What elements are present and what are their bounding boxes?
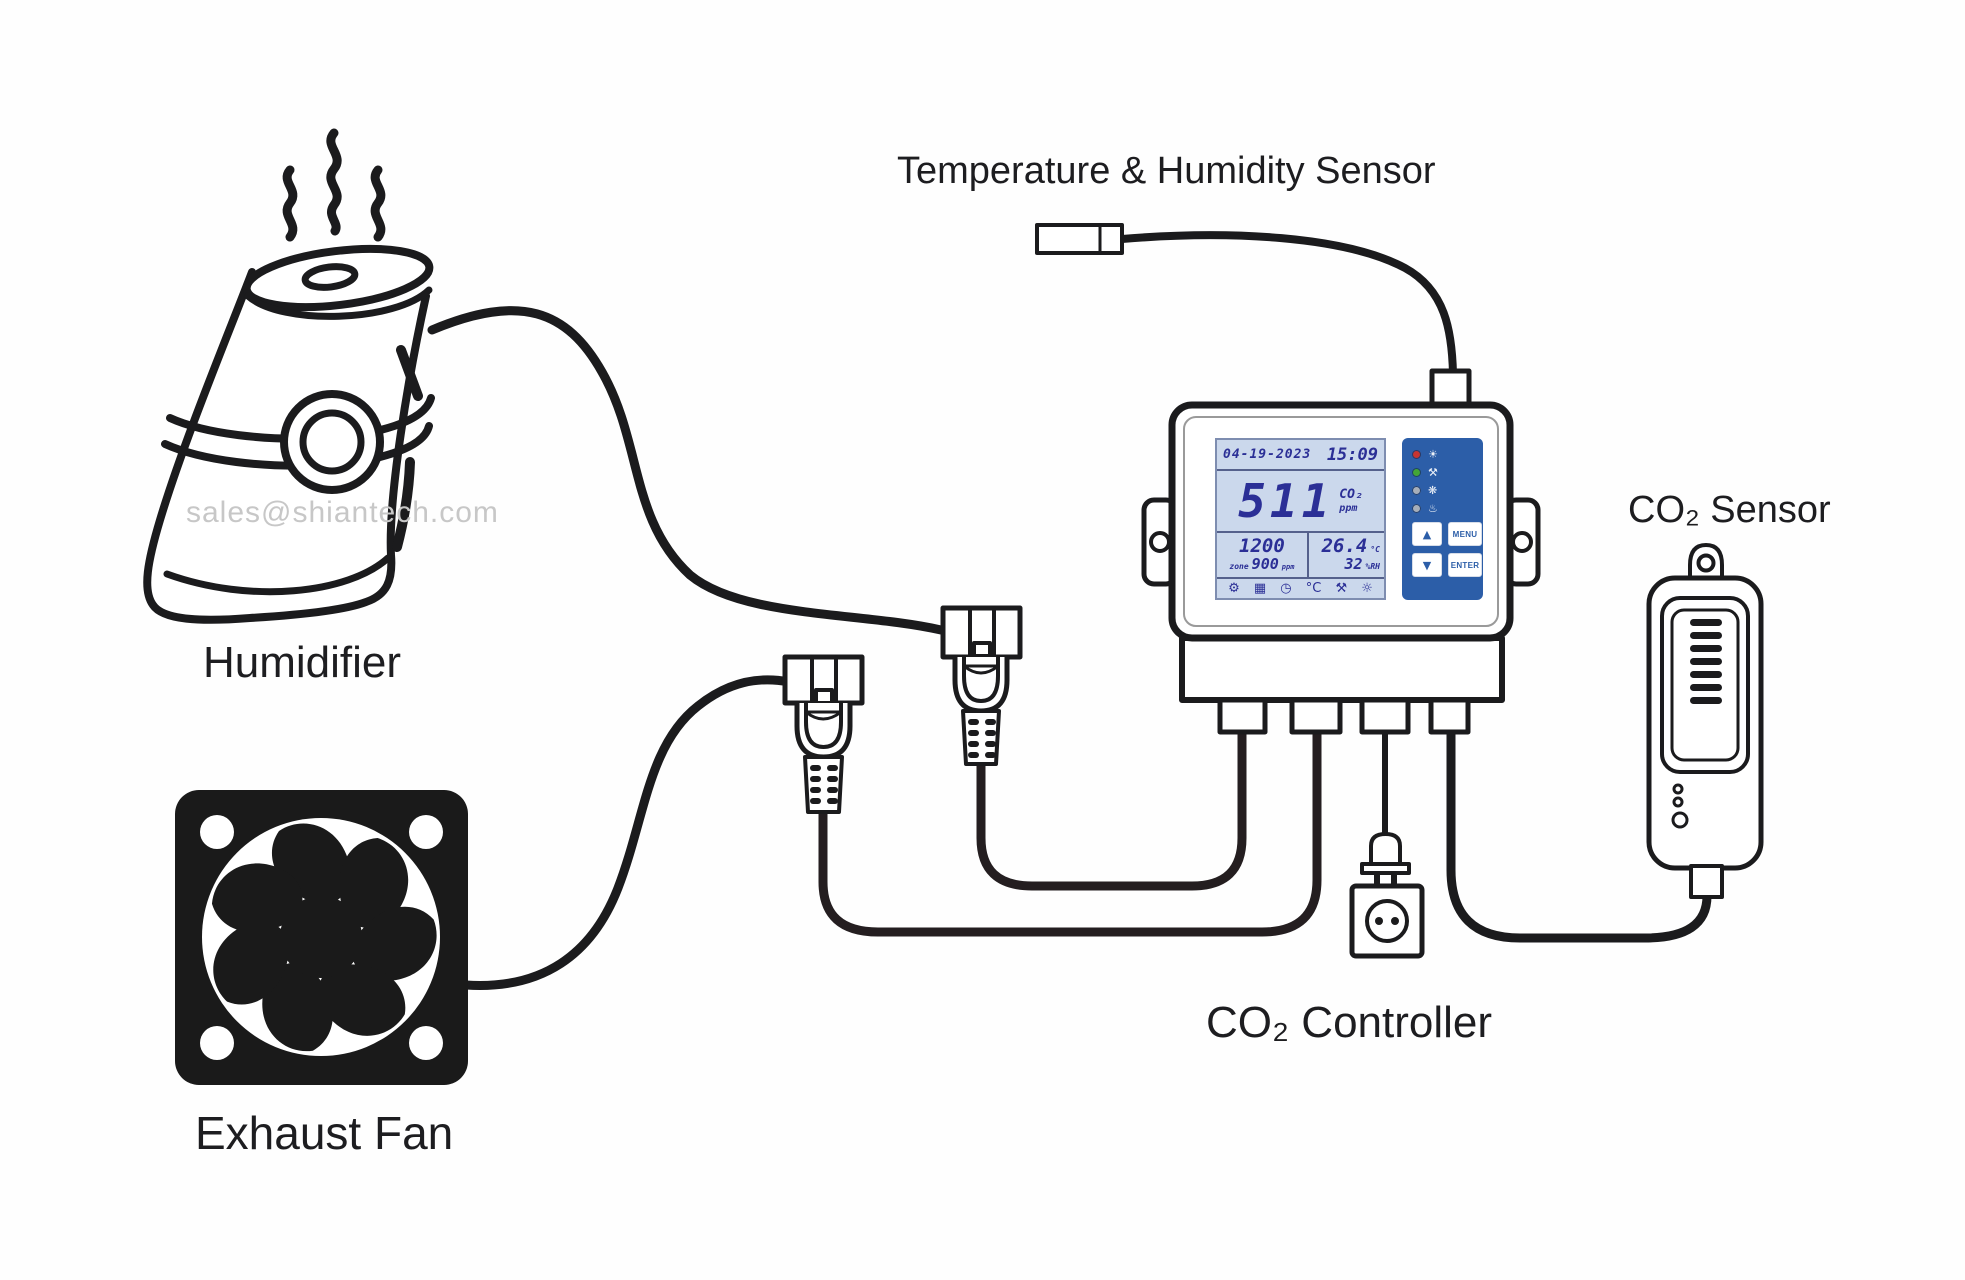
humidifier-cable (427, 306, 946, 635)
down-button: ▼ (1412, 553, 1442, 577)
temp-sensor-cable (1118, 231, 1457, 378)
mains-plug (1360, 832, 1411, 891)
humidifier-label: Humidifier (203, 638, 402, 687)
spray-led (1412, 503, 1421, 513)
controller-bottom-ports (1217, 697, 1471, 735)
lcd-climate-cell: 26.4 °C 32 %RH (1309, 533, 1384, 577)
watermark-text: sales@shiantech.com (186, 496, 499, 529)
lcd-set-value: 1200 (1239, 535, 1285, 558)
cables (427, 231, 1712, 990)
up-button: ▲ (1412, 522, 1442, 546)
sensor-vent-slats (1690, 619, 1722, 704)
humidifier-knob-inner (299, 409, 365, 475)
controller-keypad: ☀ ⚒ ❋ ♨ ▲ MENU ▼ ENTER (1402, 438, 1483, 600)
exhaust-fan-label: Exhaust Fan (195, 1107, 454, 1159)
controller-lcd-display: 04-19-2023 15:09 511 CO₂ ppm 1200 zone 9… (1215, 438, 1386, 600)
lcd-zone-value: 900 (1251, 555, 1279, 574)
spray-icon: ☼ (1361, 581, 1373, 596)
humidifier-detail-dash-1 (396, 345, 423, 401)
humidifier-top-rim (242, 244, 434, 312)
menu-button: MENU (1448, 522, 1482, 546)
co2-sensor-illustration (1646, 543, 1764, 899)
lcd-datetime-row: 04-19-2023 15:09 (1217, 440, 1384, 471)
lcd-co2-gas-label: CO₂ (1339, 487, 1363, 503)
lcd-co2-unit: ppm (1339, 502, 1358, 514)
lcd-date: 04-19-2023 (1223, 447, 1312, 462)
light-icon: ☀ (1428, 447, 1438, 461)
humidifier-illustration (143, 128, 435, 624)
lcd-temperature-unit: °C (1370, 545, 1380, 555)
controller-bottom-plate (1179, 635, 1505, 703)
co2-controller-label: CO₂ Controller (1206, 998, 1493, 1047)
fan-blades (211, 823, 437, 1052)
humidifier-rim-lower-line (244, 286, 433, 320)
humidifier-power-plug (940, 605, 1023, 766)
co2-sensor-cable (1446, 721, 1712, 943)
lcd-setpoint-cell: 1200 zone 900 ppm (1217, 533, 1309, 577)
celsius-icon: °C (1305, 581, 1322, 596)
lcd-time: 15:09 (1326, 444, 1378, 465)
spray-icon: ♨ (1428, 501, 1438, 515)
humidifier-detail-dash-2 (392, 457, 415, 552)
temp-humidity-probe (1035, 223, 1124, 255)
light-led (1412, 449, 1421, 459)
lcd-humidity-unit: %RH (1365, 562, 1380, 572)
hanging-hole (1696, 553, 1716, 573)
gear-icon: ⚙ (1228, 581, 1240, 596)
fan-cable (461, 675, 794, 990)
lcd-zone-unit: ppm (1281, 563, 1295, 572)
led-row-valve: ⚒ (1412, 464, 1477, 480)
sensor-indicator-dots (1671, 783, 1689, 829)
fan-power-plug (782, 654, 865, 814)
co2-sensor-label: CO₂ Sensor (1628, 489, 1831, 531)
fan-hub (280, 896, 362, 978)
led-row-fan: ❋ (1412, 482, 1477, 498)
led-row-light: ☀ (1412, 446, 1477, 462)
lcd-status-icon-row: ⚙ ▦ ◷ °C ⚒ ☼ (1217, 579, 1384, 598)
valve-icon: ⚒ (1428, 465, 1438, 479)
fan-icon: ❋ (1428, 483, 1438, 497)
lcd-co2-value: 511 (1238, 474, 1334, 528)
steam-icon (282, 128, 386, 242)
sensor-cable-connector (1689, 864, 1724, 899)
lcd-co2-readout: 511 CO₂ ppm (1217, 471, 1384, 533)
humidifier-knob-outer (280, 390, 384, 494)
mist-outlet (301, 263, 359, 291)
auto-icon: ▦ (1253, 581, 1267, 596)
valve-led (1412, 467, 1421, 477)
led-row-spray: ♨ (1412, 500, 1477, 516)
lcd-temperature-value: 26.4 (1321, 535, 1368, 558)
fan-plug-cord (818, 721, 1322, 937)
temp-humidity-sensor-label: Temperature & Humidity Sensor (897, 150, 1436, 192)
enter-button: ENTER (1448, 553, 1482, 577)
fan-corner-screw-holes (200, 815, 443, 1060)
fan-led (1412, 485, 1421, 495)
keypad-buttons: ▲ MENU ▼ ENTER (1412, 522, 1482, 577)
humidifier-base-line (163, 554, 392, 596)
lcd-humidity-value: 32 (1344, 555, 1363, 574)
clock-icon: ◷ (1280, 581, 1292, 596)
lcd-zone-label: zone (1229, 562, 1249, 572)
exhaust-fan-illustration (175, 790, 468, 1085)
humidifier-plug-cord (976, 721, 1247, 891)
valve-icon: ⚒ (1335, 581, 1348, 596)
wall-outlet (1349, 883, 1425, 959)
